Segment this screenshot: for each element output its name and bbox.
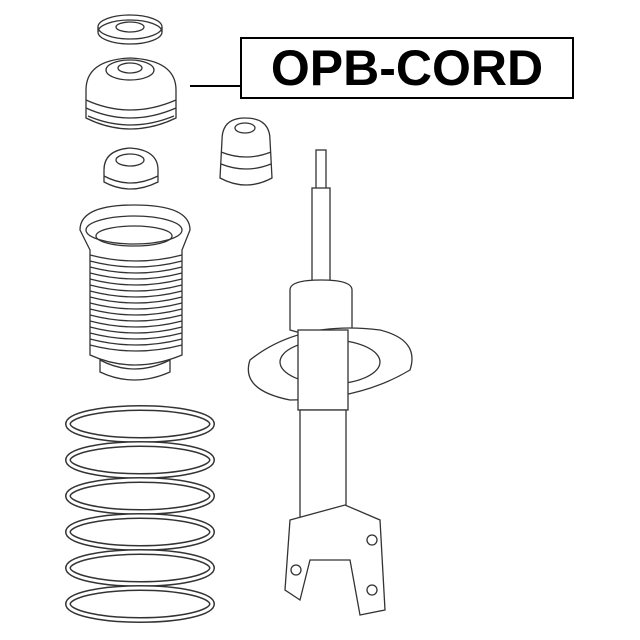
bearing (103, 147, 159, 190)
shock-absorber (247, 149, 413, 616)
dust-boot (79, 204, 191, 381)
bump-stop (219, 117, 273, 186)
coil-spring (65, 405, 215, 623)
top-washer (97, 14, 163, 45)
strut-mount (85, 57, 177, 130)
part-number-label: OPB-CORD (240, 37, 574, 99)
